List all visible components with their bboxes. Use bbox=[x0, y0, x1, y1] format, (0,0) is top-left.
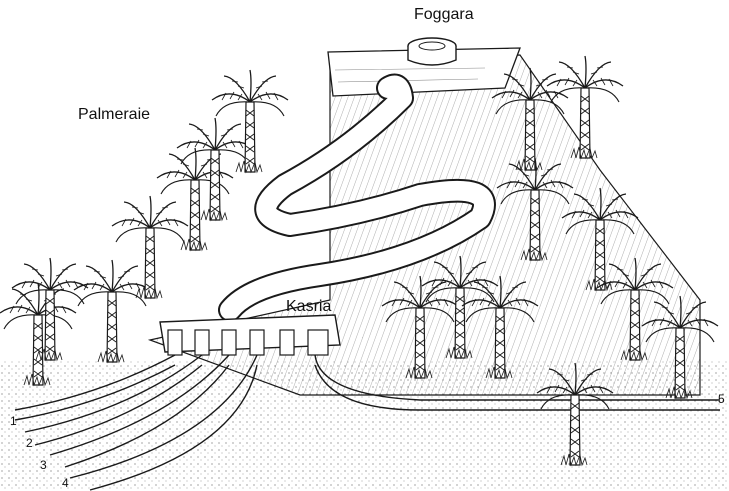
label-channel-2: 2 bbox=[26, 436, 33, 450]
label-channel-5: 5 bbox=[718, 392, 725, 406]
label-channel-1: 1 bbox=[10, 414, 17, 428]
label-channel-4: 4 bbox=[62, 476, 69, 490]
label-kasria: Kasria bbox=[286, 298, 331, 316]
palm-tree-icon bbox=[74, 260, 150, 362]
palm-tree-icon bbox=[212, 70, 288, 172]
label-channel-3: 3 bbox=[40, 458, 47, 472]
label-palmeraie: Palmeraie bbox=[78, 106, 150, 124]
palm-tree-icon bbox=[12, 258, 88, 360]
kasria-structure bbox=[160, 315, 340, 355]
well-icon bbox=[408, 38, 456, 65]
palm-tree-icon bbox=[112, 196, 188, 298]
label-foggara: Foggara bbox=[414, 6, 474, 24]
palm-tree-icon bbox=[157, 148, 233, 250]
